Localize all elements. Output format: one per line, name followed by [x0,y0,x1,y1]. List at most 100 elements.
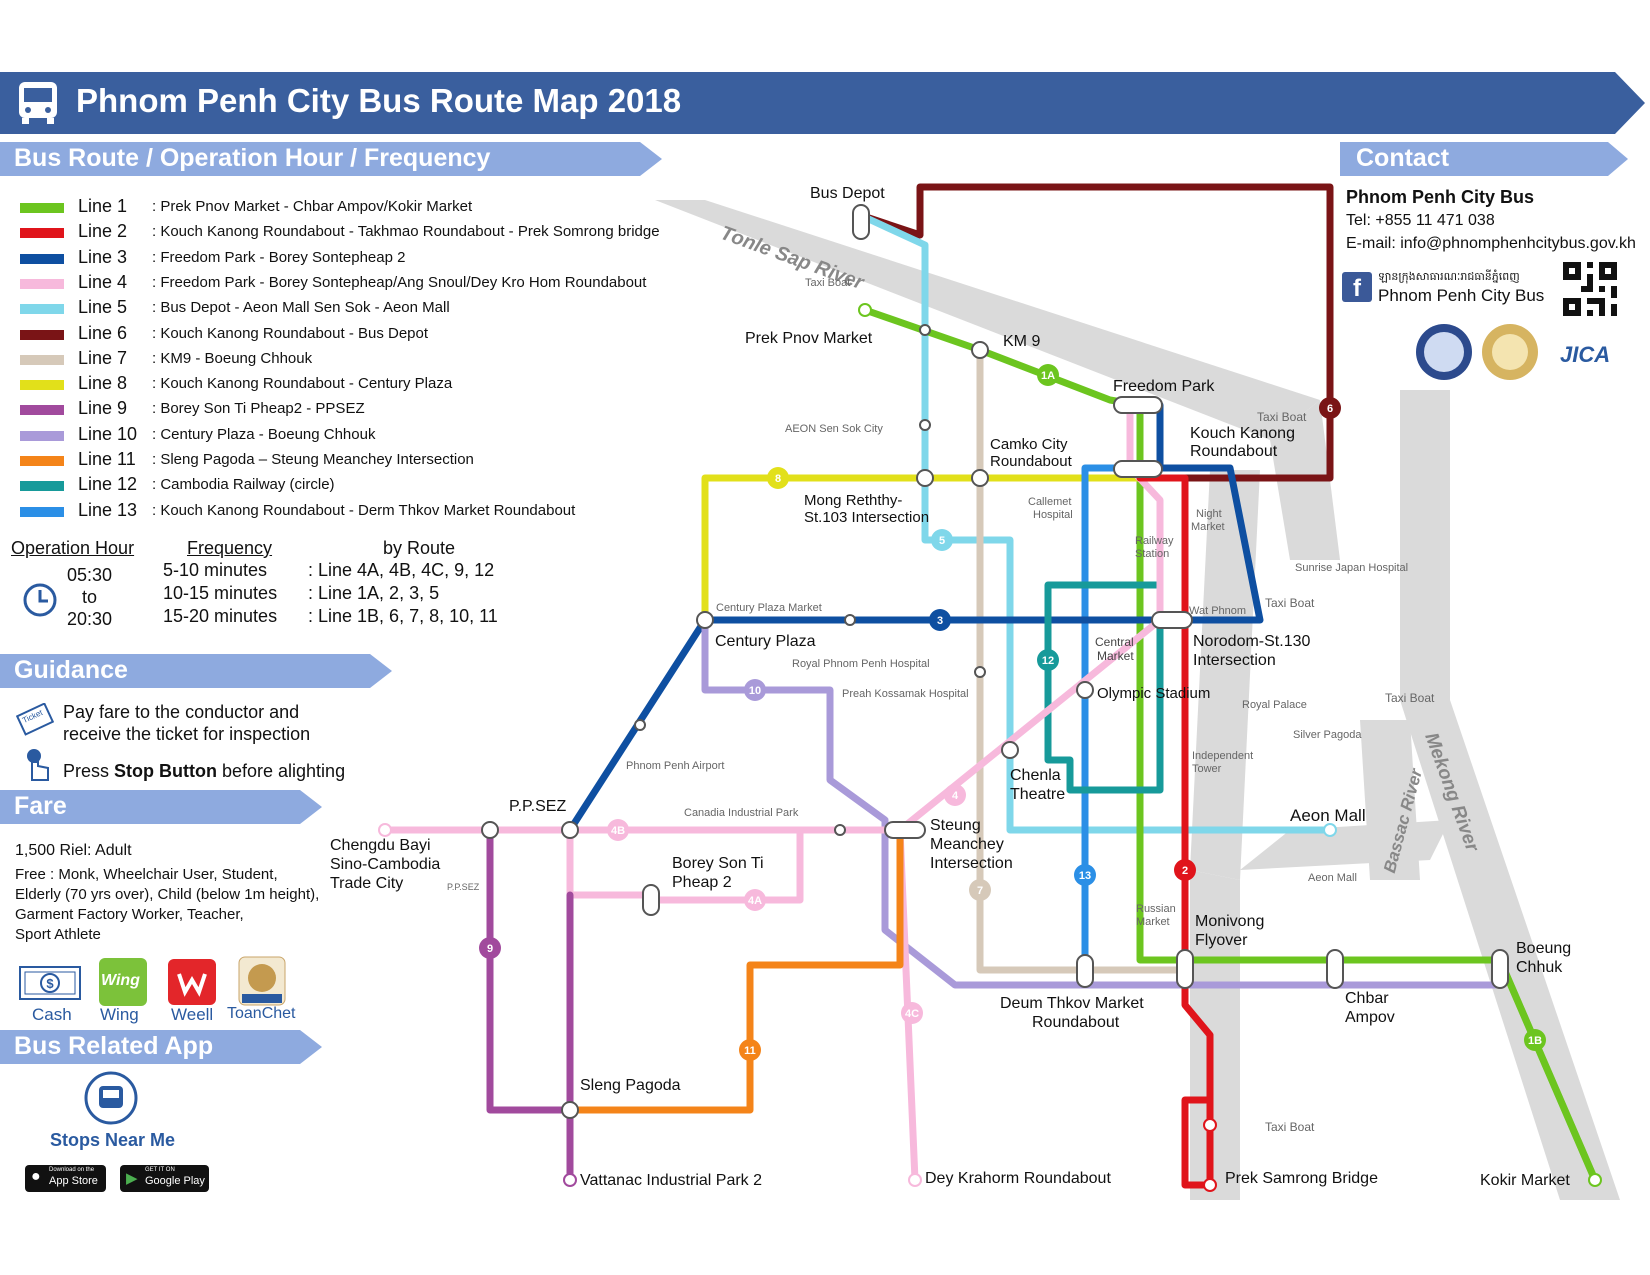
stop-label: Borey Son Ti [672,855,764,872]
stop-label: Norodom-St.130 [1193,633,1311,650]
poi-label: Century Plaza Market [716,602,822,614]
route-badge-label: 5 [939,535,945,547]
stop-label: Boeung [1516,940,1572,957]
fare-free-1: Free : Monk, Wheelchair User, Student, [15,866,278,883]
route-line-10 [701,616,1504,989]
clock-icon [23,583,57,617]
stop-label: KM 9 [1003,333,1041,350]
legend-line-name: Line 9 [78,398,128,419]
legend-line-desc: : Kouch Kanong Roundabout - Derm Thkov M… [152,501,576,519]
google-play-small: GET IT ON [145,1167,175,1173]
fare-free-2: Elderly (70 yrs over), Child (below 1m h… [15,886,320,903]
fare-method-cash: Cash [32,1005,72,1024]
stop-label: Chenla [1010,767,1061,784]
stops-near-me-label: Stops Near Me [50,1130,176,1150]
freq-routes-2: : Line 1A, 2, 3, 5 [308,583,440,603]
stop-label: Freedom Park [1113,378,1215,395]
app-store-button[interactable]: ● Download on the App Store [25,1165,106,1192]
poi-label: Night [1196,508,1222,520]
municipal-seal [1482,324,1538,380]
legend-swatch [20,203,64,213]
stop-label: Roundabout [990,453,1072,470]
freq-interval-3: 15-20 minutes [163,606,278,626]
fare-section-title: Fare [14,792,67,820]
ticket-icon [16,703,54,736]
poi-label: Royal Phnom Penh Hospital [792,658,930,670]
frequency-header: Frequency [187,538,273,558]
stop-label: Meanchey [930,836,1004,853]
jica-logo: JICA [1560,342,1611,367]
legend-swatch [20,228,64,239]
legend-line-desc: : Cambodia Railway (circle) [152,476,335,494]
poi-label: Station [1135,548,1170,560]
legend-row: Line 8: Kouch Kanong Roundabout - Centur… [18,373,678,397]
guidance-line-2: receive the ticket for inspection [63,724,311,744]
route-line-5 [856,211,1334,834]
app-section-title: Bus Related App [14,1032,214,1060]
legend-line-name: Line 12 [78,474,138,495]
guidance-stop-button: Stop Button [114,761,217,781]
wing-logo-text: Wing [101,972,140,989]
legend-row: Line 13 : Kouch Kanong Roundabout - Derm … [18,500,678,524]
legend-line-name: Line 10 [78,423,138,444]
route-line-9 [486,826,574,1114]
guidance-alighting: before alighting [216,761,346,781]
route-badge-label: 10 [749,685,761,697]
facebook-icon[interactable]: f [1342,272,1372,302]
contact-facebook[interactable]: Phnom Penh City Bus [1378,286,1545,305]
bus-icon [19,82,57,124]
by-route-header: by Route [383,538,456,558]
legend-line-desc: : Freedom Park - Borey Sontepheap/Ang Sn… [152,273,647,291]
contact-org: Phnom Penh City Bus [1346,187,1535,207]
legend-line-name: Line 2 [78,221,128,242]
legend-line-name: Line 7 [78,347,128,368]
fare-method-wing: Wing [100,1005,139,1024]
legend-line-name: Line 5 [78,297,128,318]
legend-line-desc: : Borey Son Ti Pheap2 - PPSEZ [152,400,365,418]
legend-row: Line 9 : Borey Son Ti Pheap2 - PPSEZ [18,398,678,422]
legend-swatch [20,329,64,340]
routes-section-bar [0,142,662,176]
route-badge-label: 8 [775,473,781,485]
fare-section-bar [0,790,322,824]
legend-line-desc: : Sleng Pagoda – Steung Meanchey Interse… [152,451,474,468]
poi-label: Hospital [1033,509,1073,521]
poi-label: Aeon Mall [1308,872,1357,884]
poi-label: Railway [1135,535,1174,547]
legend-line-name: Line 13 [78,499,138,520]
contact-tel: Tel: +855 11 471 038 [1346,212,1495,229]
stops-near-me-icon[interactable] [83,1070,139,1126]
legend-row: Line 5: Bus Depot - Aeon Mall Sen Sok - … [18,297,678,321]
legend-swatch [20,430,64,441]
stop-label: Pheap 2 [672,874,732,891]
route-line-7 [976,346,1184,974]
route-badge-label: 7 [977,885,983,897]
google-play-label: Google Play [145,1175,205,1187]
legend-swatch [20,481,64,492]
guidance-stop-line: Press Stop Button before alighting [63,761,345,782]
route-badge-label: 4C [905,1008,919,1020]
app-store-label: App Store [49,1175,98,1187]
contact-email[interactable]: E-mail: info@phnomphenhcitybus.gov.kh [1346,235,1636,252]
page-title: Phnom Penh City Bus Route Map 2018 [76,82,682,119]
legend-row: Line 10 : Century Plaza - Boeung Chhouk [18,424,678,448]
poi-label: Tower [1192,763,1222,775]
legend-swatch [20,304,64,315]
stop-label: Chengdu Bayi [330,837,431,854]
google-play-button[interactable]: ▶ GET IT ON Google Play [120,1165,209,1192]
poi-label: Wat Phnom [1189,605,1247,617]
route-badge-label: 11 [744,1045,756,1057]
poi-label: Taxi Boat [805,277,851,289]
legend-line-desc: : Century Plaza - Boeung Chhouk [152,425,376,443]
legend-row: Line 6: Kouch Kanong Roundabout - Bus De… [18,323,678,347]
stop-label: Mong Reththy- [804,492,903,509]
route-badge-label: 4 [952,790,959,802]
stop-button-icon [27,749,49,781]
rivers [655,200,1620,1200]
legend-swatch [20,405,64,416]
route-badge-label: 1A [1041,370,1055,382]
time-to: to [82,587,98,607]
poi-label: Phnom Penh Airport [626,760,725,772]
poi-label: Russian [1136,903,1176,915]
app-section-bar [0,1030,322,1064]
